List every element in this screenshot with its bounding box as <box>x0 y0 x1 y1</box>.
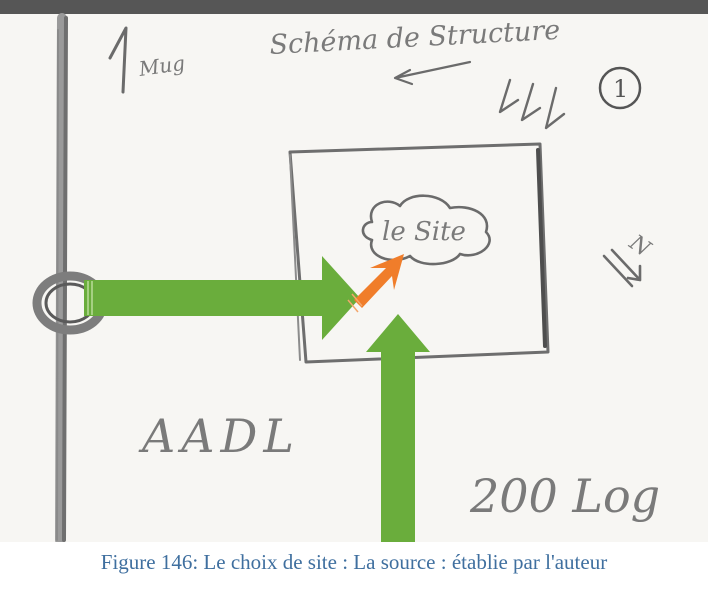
top-shadow-band <box>0 0 708 14</box>
north-arrow-top-left <box>108 26 128 94</box>
paper-background <box>0 0 708 545</box>
green-arrow-horizontal <box>84 256 360 340</box>
hand-drawn-site-sketch: Mug Schéma de Structure 1 le Site N AADL… <box>0 0 708 545</box>
site-cloud <box>361 194 491 266</box>
log-count-label: 200 Log <box>469 469 660 523</box>
title-underline-arrow <box>393 60 472 86</box>
orange-entrance-arrow <box>347 254 404 313</box>
figure-caption: Figure 146: Le choix de site : La source… <box>0 542 708 582</box>
wind-arrow-right <box>602 248 642 288</box>
circled-number: 1 <box>598 66 642 110</box>
green-arrow-vertical <box>366 314 430 545</box>
aadl-label: AADL <box>138 409 300 463</box>
circled-number-label: 1 <box>613 75 628 103</box>
wind-marks <box>498 78 566 130</box>
site-label: le Site <box>382 217 466 247</box>
